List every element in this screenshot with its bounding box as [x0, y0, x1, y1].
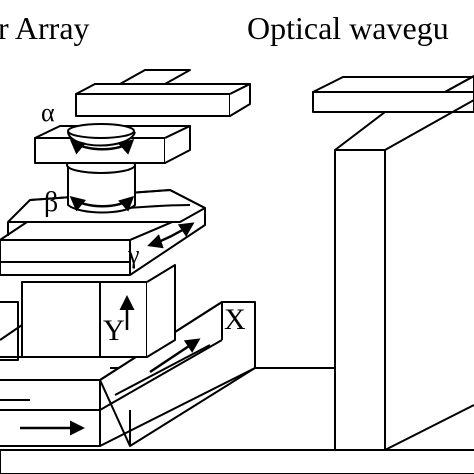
alpha-rotation-arrow [69, 138, 135, 155]
micro-array-title: r Array [0, 10, 90, 46]
beta-rotation-arrow [69, 195, 135, 212]
gamma-rotation-arrow [147, 222, 195, 249]
waveguide-holder [312, 75, 474, 451]
optical-waveguide-title: Optical wavegu [247, 10, 449, 46]
top-bar [75, 69, 251, 117]
x-arrow [149, 338, 201, 374]
x-stage [0, 301, 256, 447]
alpha-label: α [41, 98, 55, 127]
y-stage [0, 264, 176, 361]
gamma-label: γ [128, 240, 140, 269]
beta-label: β [44, 187, 59, 218]
alpha-plate [34, 123, 191, 164]
x-axis-label: X [224, 303, 246, 336]
y-axis-label: Y [103, 314, 125, 347]
